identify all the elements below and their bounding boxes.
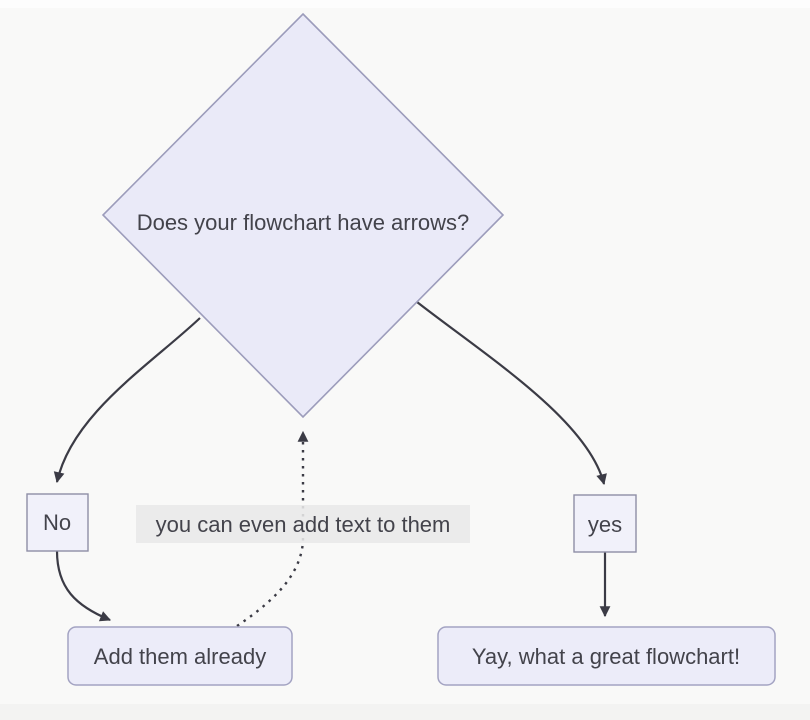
edge-decision-to-yes bbox=[416, 301, 607, 486]
yes-node bbox=[573, 494, 637, 553]
no-node bbox=[26, 493, 89, 552]
decision-node bbox=[101, 12, 505, 419]
no-node-label: No bbox=[43, 510, 71, 535]
edge-label-text: you can even add text to them bbox=[156, 512, 451, 537]
background-top-strip bbox=[0, 0, 810, 8]
decision-node-label: Does your flowchart have arrows? bbox=[137, 210, 470, 235]
yay-node-label: Yay, what a great flowchart! bbox=[472, 644, 740, 669]
edge-no-to-add bbox=[55, 550, 112, 622]
add-node-label: Add them already bbox=[94, 644, 266, 669]
edge-add-to-decision-dotted bbox=[236, 430, 309, 627]
add-node bbox=[67, 626, 293, 686]
yay-node bbox=[437, 626, 776, 686]
edge-decision-to-no bbox=[53, 317, 201, 484]
edge-label-background bbox=[136, 505, 470, 543]
background-bottom-strip bbox=[0, 704, 810, 720]
yes-node-label: yes bbox=[588, 512, 622, 537]
